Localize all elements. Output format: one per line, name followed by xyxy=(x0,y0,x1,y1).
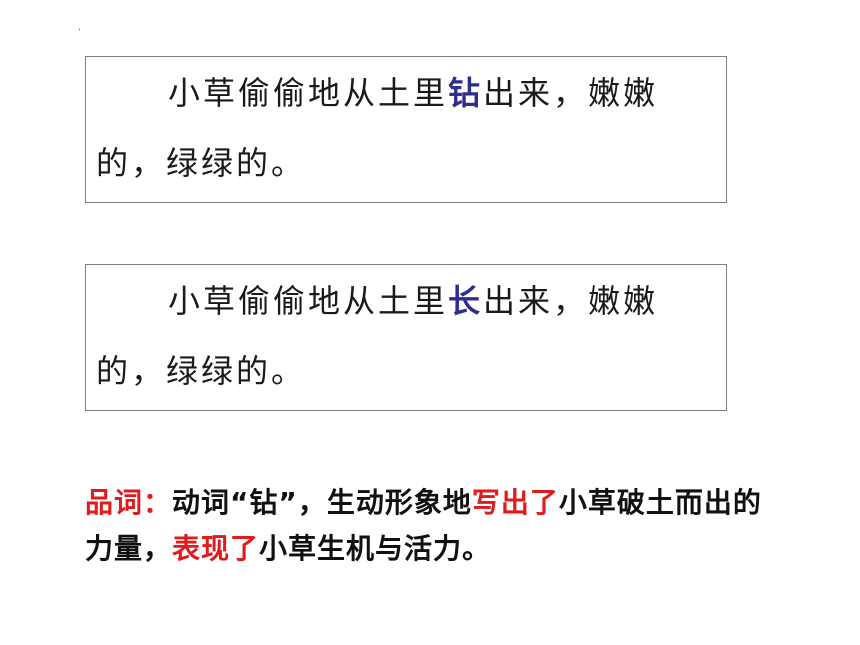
sentence-original-before: 小草偷偷地从土里 xyxy=(168,74,449,112)
sentence-alternative-after: 出来，嫩嫩的，绿绿的。 xyxy=(96,282,659,390)
note-part-3: 小草生机与活力。 xyxy=(259,532,492,565)
note-part-1: 动词“钻”，生动形象地 xyxy=(172,486,472,519)
stray-dot: . xyxy=(78,22,82,33)
verb-highlight-zhang: 长 xyxy=(448,282,484,320)
sentence-box-original: 小草偷偷地从土里钻出来，嫩嫩的，绿绿的。 xyxy=(85,56,727,203)
note-highlight-1: 写出了 xyxy=(471,486,559,519)
note-part-2: 小草破土而出的力量， xyxy=(85,486,762,565)
word-analysis-note: 品词：动词“钻”，生动形象地写出了小草破土而出的力量，表现了小草生机与活力。 xyxy=(85,480,785,572)
sentence-box-alternative: 小草偷偷地从土里长出来，嫩嫩的，绿绿的。 xyxy=(85,264,727,411)
note-highlight-2: 表现了 xyxy=(172,532,260,565)
sentence-alternative: 小草偷偷地从土里长出来，嫩嫩的，绿绿的。 xyxy=(96,266,716,406)
sentence-original: 小草偷偷地从土里钻出来，嫩嫩的，绿绿的。 xyxy=(96,58,716,198)
sentence-original-after: 出来，嫩嫩的，绿绿的。 xyxy=(96,74,659,182)
verb-highlight-zuan: 钻 xyxy=(448,74,484,112)
sentence-alternative-before: 小草偷偷地从土里 xyxy=(168,282,449,320)
note-label: 品词： xyxy=(85,486,173,519)
